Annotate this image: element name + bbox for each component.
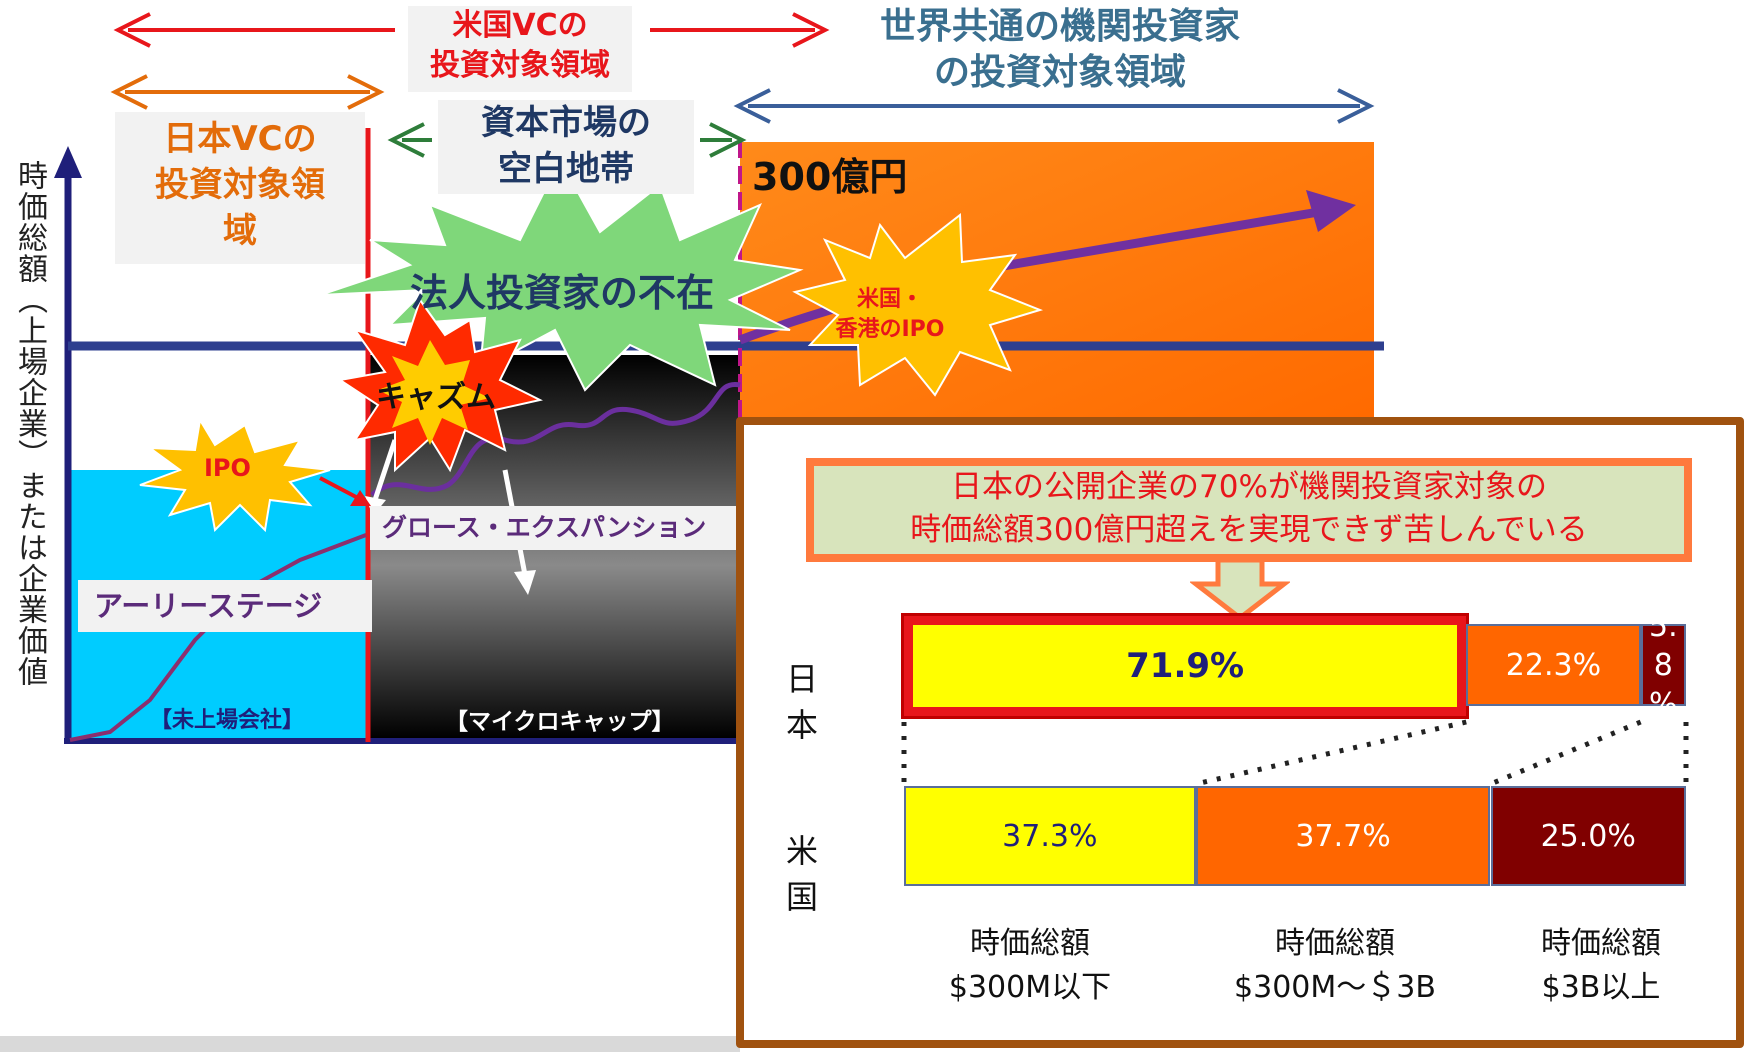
us-hk-ipo-line1: 米国・ bbox=[856, 287, 923, 312]
world-label: 世界共通の機関投資家 の投資対象領域 bbox=[840, 4, 1280, 96]
legend-low-line2: $300M以下 bbox=[948, 970, 1112, 1005]
us-vc-label-line1: 米国VCの bbox=[452, 8, 588, 43]
us-vc-range-arrow bbox=[113, 12, 830, 48]
bar-value-label: 22.3% bbox=[1505, 647, 1602, 683]
bar-segment-us-0: 37.3% bbox=[904, 786, 1196, 886]
legend-high: 時価総額 $3B以上 bbox=[1506, 922, 1696, 1010]
ipo-arrow bbox=[319, 476, 359, 500]
bar-value-label: 37.3% bbox=[1002, 818, 1098, 854]
gap-label-line2: 空白地帯 bbox=[498, 149, 634, 189]
legend-high-line1: 時価総額 bbox=[1541, 926, 1661, 961]
bar-value-label: 71.9% bbox=[1126, 645, 1245, 686]
ipo-burst bbox=[139, 417, 331, 533]
japan-vc-label-line3: 域 bbox=[223, 211, 257, 251]
dropout-arrowhead-right bbox=[514, 570, 536, 595]
gap-label-line1: 資本市場の bbox=[481, 103, 651, 143]
threshold-label: 300億円 bbox=[752, 155, 908, 199]
gap-range-arrow bbox=[387, 122, 747, 158]
row-label-us: 米国 bbox=[786, 832, 819, 916]
us-vc-label: 米国VCの 投資対象領域 bbox=[408, 6, 632, 92]
legend-mid-line2: $300M〜＄3B bbox=[1234, 970, 1436, 1005]
callout-box: 日本の公開企業の70%が機関投資家対象の 時価総額300億円超えを実現できず苦し… bbox=[806, 458, 1692, 562]
bar-segment-japan-0: 71.9% bbox=[904, 616, 1467, 716]
growth-expansion-label: グロース・エクスパンション bbox=[370, 506, 738, 550]
japan-vc-label-line1: 日本VCの bbox=[163, 119, 317, 159]
early-stage-label: アーリーステージ bbox=[78, 580, 372, 632]
ipo-arrowhead bbox=[350, 490, 371, 506]
ipo-label: IPO bbox=[204, 454, 251, 482]
bar-segment-us-2: 25.0% bbox=[1490, 786, 1686, 886]
callout-line2: 時価総額300億円超えを実現できず苦しんでいる bbox=[910, 512, 1588, 548]
footer-strip bbox=[0, 1036, 740, 1052]
callout-down-arrow bbox=[1190, 560, 1290, 622]
bar-value-label: 37.7% bbox=[1295, 818, 1391, 854]
us-hk-ipo-burst bbox=[792, 213, 1044, 397]
legend-high-line2: $3B以上 bbox=[1541, 970, 1661, 1005]
bar-value-label: 5.8 % bbox=[1649, 608, 1678, 722]
large-cap-arrowhead bbox=[1306, 190, 1356, 232]
chasm-label: キャズム bbox=[376, 380, 496, 415]
connector-dotted-line bbox=[1195, 719, 1467, 787]
y-axis-arrowhead bbox=[54, 146, 82, 178]
chasm-burst-core bbox=[378, 340, 490, 445]
legend-low: 時価総額 $300M以下 bbox=[930, 922, 1130, 1010]
japan-vc-label: 日本VCの 投資対象領 域 bbox=[115, 112, 365, 264]
dropout-arrow-left bbox=[372, 439, 398, 501]
bars-us: 37.3% 37.7% 25.0% bbox=[904, 786, 1686, 890]
us-hk-ipo-label: 米国・ 香港のIPO bbox=[822, 285, 958, 345]
legend-mid-line1: 時価総額 bbox=[1275, 926, 1395, 961]
absent-investors-label: 法人投資家の不在 bbox=[410, 271, 715, 315]
bars-japan: 71.9% 22.3% 5.8 % bbox=[904, 609, 1686, 722]
world-range-arrow bbox=[733, 88, 1375, 124]
unlisted-label: 【未上場会社】 bbox=[150, 708, 305, 733]
bar-segment-japan-2: 5.8 % bbox=[1640, 609, 1686, 722]
callout-line1: 日本の公開企業の70%が機関投資家対象の bbox=[951, 469, 1547, 505]
legend-mid: 時価総額 $300M〜＄3B bbox=[1205, 922, 1465, 1010]
connector-dotted-line bbox=[1489, 719, 1642, 787]
legend-low-line1: 時価総額 bbox=[970, 926, 1090, 961]
world-label-line1: 世界共通の機関投資家 bbox=[879, 6, 1240, 47]
gap-label: 資本市場の 空白地帯 bbox=[438, 100, 694, 194]
microcap-growth-curve bbox=[370, 382, 741, 497]
bar-value-label: 25.0% bbox=[1540, 818, 1636, 854]
bar-segment-japan-1: 22.3% bbox=[1466, 624, 1641, 706]
japan-vc-label-line2: 投資対象領 bbox=[155, 165, 325, 205]
microcap-label: 【マイクロキャップ】 bbox=[445, 709, 675, 735]
early-growth-curve bbox=[69, 533, 367, 742]
row-label-japan: 日本 bbox=[786, 660, 819, 744]
us-hk-ipo-line2: 香港のIPO bbox=[835, 317, 945, 342]
us-vc-label-line2: 投資対象領域 bbox=[430, 48, 610, 83]
japan-vc-range-arrow bbox=[110, 74, 385, 110]
world-label-line2: の投資対象領域 bbox=[933, 52, 1186, 93]
y-axis-label: 時価総額（上場企業）または企業価値 bbox=[12, 160, 47, 687]
bar-segment-us-1: 37.7% bbox=[1195, 786, 1491, 886]
